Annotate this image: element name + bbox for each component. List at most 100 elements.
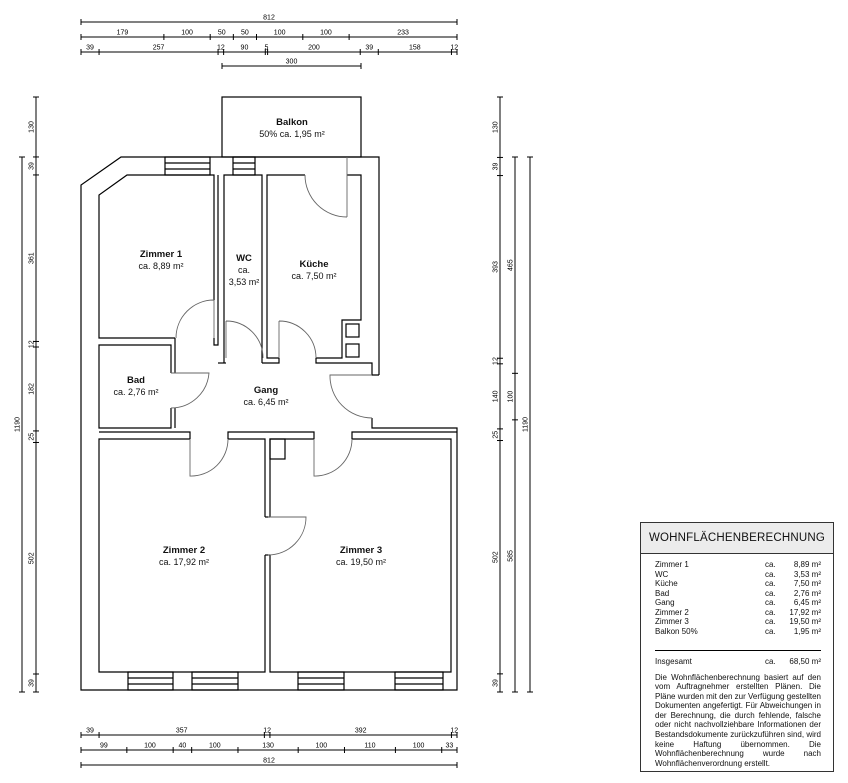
windows — [127, 156, 444, 691]
ca-label: ca. — [765, 626, 776, 636]
dimension-label: 1190 — [523, 417, 530, 432]
total-value: 68,50 m² — [789, 657, 821, 666]
dimension-label: 100 — [181, 30, 193, 37]
dimension-label: 179 — [117, 30, 129, 37]
door-kueche — [278, 320, 317, 359]
dimension-label: 465 — [508, 259, 515, 271]
room-label: Balkon 50% — [655, 626, 698, 636]
dimension-label: 40 — [179, 743, 187, 750]
room-label: Gang — [655, 598, 675, 607]
dimension-label: 12 — [263, 728, 271, 735]
dimension-label: 110 — [364, 743, 375, 750]
room-area-balkon: 50% ca. 1,95 m² — [259, 129, 325, 139]
total-ca: ca. — [765, 657, 776, 666]
dimension-label: 12 — [29, 340, 36, 348]
door-zimmer2 — [189, 438, 229, 477]
dimension-label: 233 — [397, 30, 409, 37]
dimension-label: 812 — [263, 15, 275, 22]
room-area-zimmer2: ca. 17,92 m² — [159, 557, 209, 567]
calculation-title: WOHNFLÄCHENBERECHNUNG — [641, 523, 833, 554]
dimension-label: 200 — [308, 45, 320, 52]
dimension-label: 361 — [29, 252, 36, 264]
dimension-label: 25 — [493, 431, 500, 439]
calculation-note: Die Wohnflächenberechnung basiert auf de… — [655, 672, 821, 768]
area-value: 2,76 m² — [793, 588, 821, 598]
dimension-label: 12 — [493, 357, 500, 365]
calculation-row: Balkon 50% ca. 1,95 m² — [655, 627, 821, 637]
room-area-zimmer3: ca. 19,50 m² — [336, 557, 386, 567]
dimension-label: 39 — [365, 45, 373, 52]
room-area-kueche: ca. 7,50 m² — [291, 271, 336, 281]
calculation-total-row: Insgesamt ca. 68,50 m² — [655, 657, 821, 667]
dimension-label: 257 — [153, 45, 165, 52]
room-name-kueche: Küche — [299, 259, 328, 270]
dimension-label: 39 — [86, 45, 94, 52]
ca-label: ca. — [765, 560, 776, 569]
room-area-bad: ca. 2,76 m² — [113, 387, 158, 397]
ca-label: ca. — [765, 607, 776, 617]
kueche-wall-right — [316, 174, 362, 359]
dimension-label: 182 — [29, 383, 36, 395]
zimmer1-wall-right — [213, 175, 219, 346]
room-label: Zimmer 2 — [655, 607, 689, 617]
dimension-label: 39 — [493, 162, 500, 170]
shaft — [269, 438, 286, 460]
ca-label: ca. — [765, 598, 776, 607]
door-entrance — [329, 374, 373, 419]
area-value: 1,95 m² — [793, 626, 821, 636]
kueche-wall — [266, 174, 305, 359]
calculation-row: Zimmer 3 ca. 19,50 m² — [655, 617, 821, 627]
dimension-label: 100 — [508, 391, 515, 403]
dimension-label: 39 — [29, 162, 36, 170]
dimension-label: 130 — [262, 743, 274, 750]
dimension-label: 100 — [413, 743, 425, 750]
dimension-label: 100 — [320, 30, 332, 37]
total-label: Insgesamt — [655, 657, 692, 666]
outer-wall — [80, 156, 458, 691]
room-name-gang: Gang — [254, 385, 278, 396]
room-name-zimmer2: Zimmer 2 — [163, 545, 205, 556]
window — [127, 671, 174, 691]
room-label: Bad — [655, 588, 670, 598]
dimension-label: 158 — [409, 45, 421, 52]
room-label: Zimmer 3 — [655, 617, 689, 626]
dimension-label: 39 — [493, 679, 500, 687]
ca-label: ca. — [765, 617, 776, 626]
dimension-label: 100 — [274, 30, 286, 37]
door-zimmer2-3 — [267, 516, 307, 556]
door-zimmer3 — [313, 438, 353, 477]
dimension-label: 812 — [263, 758, 275, 765]
dimension-label: 25 — [29, 433, 36, 441]
room-label: Küche — [655, 579, 678, 588]
area-value: 7,50 m² — [793, 579, 821, 588]
room-name-zimmer3: Zimmer 3 — [340, 545, 382, 556]
area-value: 19,50 m² — [789, 617, 821, 626]
room-area-gang: ca. 6,45 m² — [243, 397, 288, 407]
room-name-zimmer1: Zimmer 1 — [140, 249, 183, 260]
zimmer2-wall — [98, 438, 266, 673]
door-bad — [170, 372, 210, 409]
dimension-label: 130 — [493, 121, 500, 133]
dimension-label: 100 — [209, 743, 221, 750]
window — [297, 671, 345, 691]
calculation-row: Bad ca. 2,76 m² — [655, 589, 821, 599]
dimension-label: 357 — [176, 728, 188, 735]
room-name-balkon: Balkon — [276, 117, 308, 128]
dimension-label: 12 — [217, 45, 225, 52]
dimension-label: 392 — [355, 728, 367, 735]
dimension-label: 502 — [493, 551, 500, 563]
dimension-label: 50 — [241, 30, 249, 37]
dimension-label: 100 — [315, 743, 327, 750]
room-area-wc: 3,53 m² — [229, 277, 260, 287]
dimension-label: 140 — [493, 390, 500, 402]
dimension-label: 12 — [450, 728, 458, 735]
ca-label: ca. — [765, 588, 776, 598]
walls — [80, 96, 458, 691]
dimension-label: 90 — [241, 45, 249, 52]
doors — [170, 157, 373, 556]
door-balkon — [304, 157, 348, 218]
